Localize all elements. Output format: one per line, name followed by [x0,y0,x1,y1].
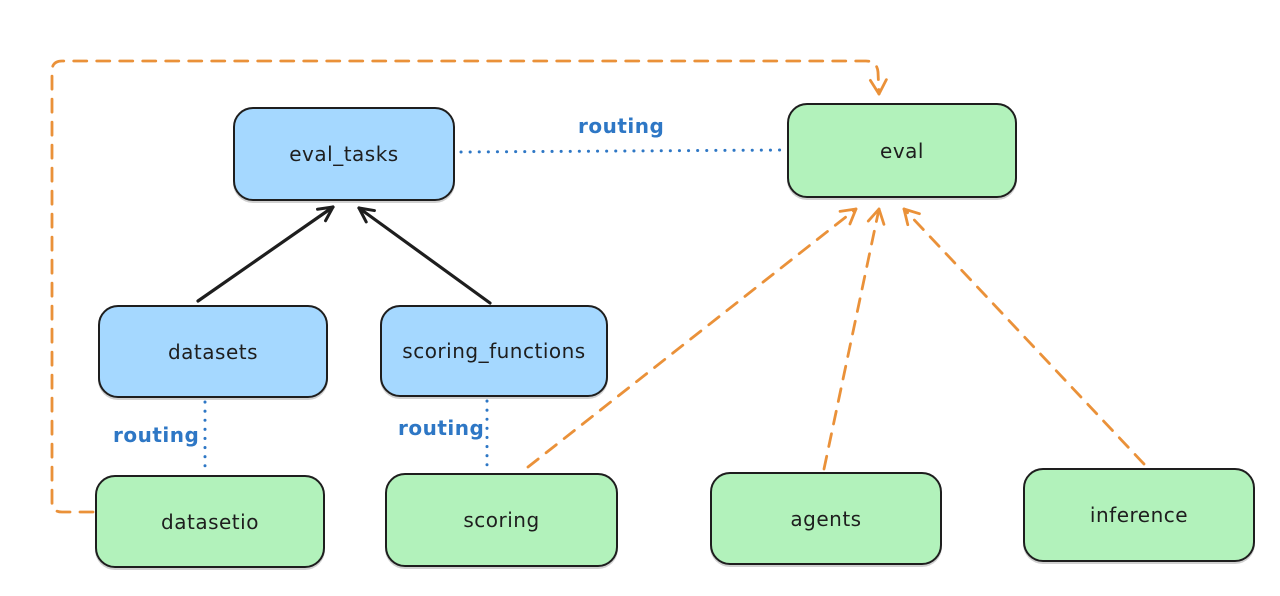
node-eval: eval [787,103,1017,198]
node-eval-tasks: eval_tasks [233,107,455,201]
node-inference: inference [1023,468,1255,562]
edge-datasets-to-eval-tasks [196,205,335,303]
edge-agents-to-eval [822,207,886,471]
node-datasets-label: datasets [167,339,259,364]
node-datasets: datasets [98,305,328,398]
node-eval-tasks-label: eval_tasks [289,142,399,166]
edge-eval-tasks-to-eval-routing [459,148,786,154]
edge-label-routing-eval-tasks-eval: routing [578,114,665,138]
edge-label-routing-datasets-datasetio: routing [113,423,200,447]
edge-inference-to-eval [902,207,1146,466]
node-inference-label: inference [1089,503,1189,527]
node-scoring: scoring [385,473,618,567]
node-agents-label: agents [790,506,862,531]
node-scoring-functions: scoring_functions [380,305,608,397]
edge-label-routing-scoring-functions-scoring: routing [398,416,485,440]
node-scoring-label: scoring [463,508,540,532]
node-datasetio: datasetio [95,475,325,568]
edge-scoring-functions-to-eval-tasks [357,206,492,305]
node-eval-label: eval [880,138,924,163]
node-datasetio-label: datasetio [161,509,259,534]
edge-scoring-to-eval [526,207,858,469]
edge-datasetio-to-eval [50,59,888,514]
node-scoring-functions-label: scoring_functions [402,339,586,363]
node-agents: agents [710,472,942,565]
